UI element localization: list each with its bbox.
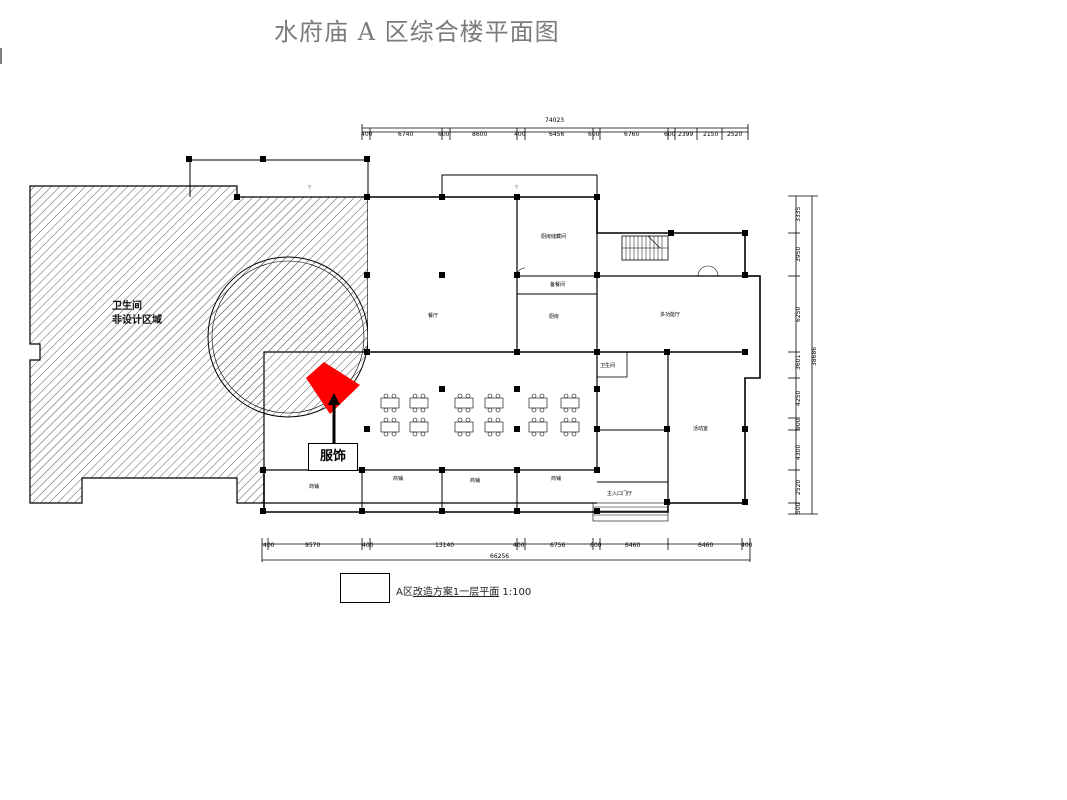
dimension-top [361, 124, 749, 140]
svg-text:6756: 6756 [550, 542, 565, 549]
svg-text:商铺: 商铺 [470, 477, 480, 484]
svg-text:400: 400 [263, 542, 275, 549]
svg-text:2150: 2150 [703, 131, 718, 138]
svg-text:400: 400 [514, 131, 526, 138]
svg-text:400: 400 [361, 131, 373, 138]
svg-text:2520: 2520 [795, 480, 802, 495]
location-marker [306, 362, 360, 414]
dimension-bottom [261, 538, 751, 562]
svg-text:3950: 3950 [795, 247, 802, 262]
svg-text:500: 500 [795, 502, 802, 514]
svg-text:4300: 4300 [795, 445, 802, 460]
svg-text:餐厅: 餐厅 [428, 312, 438, 319]
dim-top-total: 74023 [545, 117, 564, 124]
dimension-right [788, 195, 818, 515]
svg-text:3601: 3601 [795, 355, 802, 370]
svg-text:2399: 2399 [678, 131, 693, 138]
svg-text:卫生间: 卫生间 [600, 362, 615, 369]
svg-text:600: 600 [438, 131, 450, 138]
svg-text:600: 600 [590, 542, 602, 549]
svg-text:备餐间: 备餐间 [550, 281, 565, 288]
dim-bottom-total: 66256 [490, 553, 509, 560]
svg-text:8600: 8600 [472, 131, 487, 138]
svg-text:商铺: 商铺 [551, 475, 561, 482]
svg-text:900: 900 [795, 418, 802, 430]
svg-text:6460: 6460 [698, 542, 713, 549]
svg-text:600: 600 [664, 131, 676, 138]
svg-text:商铺: 商铺 [393, 475, 403, 482]
svg-text:9570: 9570 [305, 542, 320, 549]
svg-text:主入口门厅: 主入口门厅 [607, 490, 632, 497]
svg-text:活动室: 活动室 [693, 425, 708, 432]
svg-text:13140: 13140 [435, 542, 454, 549]
svg-text:400: 400 [362, 542, 374, 549]
svg-text:6760: 6760 [624, 131, 639, 138]
dining-tables [380, 393, 580, 437]
svg-text:厨房: 厨房 [549, 313, 559, 320]
page-title: 水府庙 A 区综合楼平面图 [274, 18, 560, 46]
svg-text:3335: 3335 [795, 207, 802, 222]
svg-text:400: 400 [741, 542, 753, 549]
restroom-label: 卫生间 非设计区域 [112, 301, 162, 326]
svg-text:商铺: 商铺 [309, 483, 319, 490]
svg-text:6740: 6740 [398, 131, 413, 138]
svg-text:6460: 6460 [625, 542, 640, 549]
svg-text:多功能厅: 多功能厅 [660, 311, 680, 318]
svg-text:▽: ▽ [308, 184, 312, 189]
legend-box [340, 573, 390, 603]
drawing-caption: A区改造方案1一层平面 1:100 [396, 587, 532, 598]
svg-text:400: 400 [513, 542, 525, 549]
svg-text:厨房储藏间: 厨房储藏间 [541, 233, 566, 240]
svg-text:▽: ▽ [515, 184, 519, 189]
svg-text:2520: 2520 [727, 131, 742, 138]
svg-text:4250: 4250 [795, 391, 802, 406]
svg-text:6250: 6250 [795, 307, 802, 322]
garment-label: 服饰 [308, 443, 358, 471]
svg-text:600: 600 [588, 131, 600, 138]
svg-text:6456: 6456 [549, 131, 564, 138]
dim-right-total: 38686 [811, 347, 818, 366]
